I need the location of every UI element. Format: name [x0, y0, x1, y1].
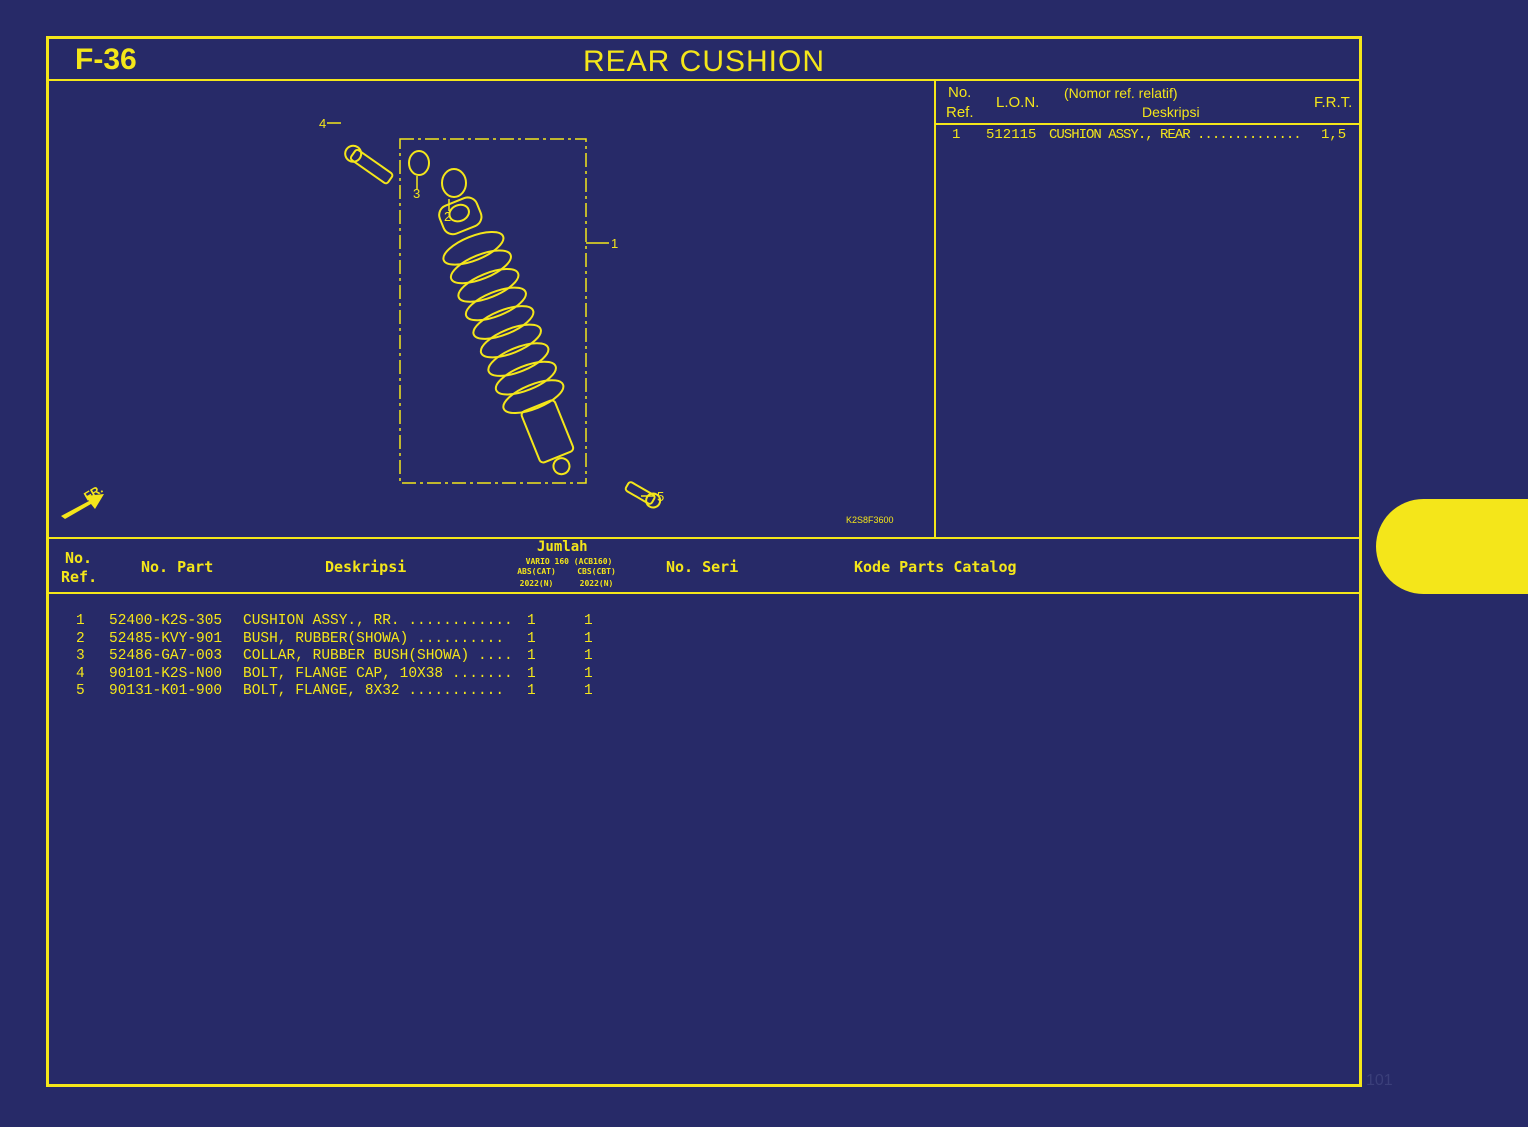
header-frt: F.R.T. — [1314, 94, 1353, 111]
frt-value: 1,5 — [1321, 127, 1347, 143]
header-year2: 2022(N) — [579, 579, 614, 588]
callout-3: 3 — [413, 186, 420, 201]
ref: 4 — [76, 665, 85, 682]
ref: 1 — [76, 613, 85, 629]
header-qty: Jumlah — [537, 539, 588, 555]
page-title: REAR CUSHION — [582, 45, 826, 78]
callout-5: 5 — [657, 489, 664, 504]
qty-abs: 1 — [527, 665, 536, 682]
frt-table: No. Ref. L.O.N. (Nomor ref. relatif) Des… — [936, 81, 1359, 537]
header-rel: (Nomor ref. relatif) — [1064, 85, 1178, 101]
frt-desc: CUSHION ASSY., REAR .............. — [1049, 127, 1302, 143]
header-year1: 2022(N) — [519, 579, 554, 588]
table-row: 5 90131-K01-900 BOLT, FLANGE, 8X32 .......… — [49, 683, 1359, 701]
page-side-tab[interactable] — [1376, 499, 1528, 594]
frt-table-header: No. Ref. L.O.N. (Nomor ref. relatif) Des… — [936, 81, 1359, 125]
frt-ref: 1 — [952, 127, 961, 143]
header-col2: CBS(CBT) — [577, 567, 616, 576]
table-row: 2 52485-KVY-901 BUSH, RUBBER(SHOWA) ......… — [49, 631, 1359, 649]
qty-abs: 1 — [527, 648, 536, 664]
qty-cbs: 1 — [584, 665, 593, 682]
description: BOLT, FLANGE CAP, 10X38 ....... — [243, 665, 513, 682]
ref: 3 — [76, 648, 85, 664]
description: BOLT, FLANGE, 8X32 ........... — [243, 683, 505, 699]
parts-table-body: 1 52400-K2S-305 CUSHION ASSY., RR. .......… — [49, 613, 1359, 701]
header-ref: Ref. — [946, 104, 974, 121]
header-no: No. — [65, 549, 93, 567]
page-number: 101 — [1366, 1072, 1393, 1089]
callout-4: 4 — [319, 116, 326, 131]
image-code: K2S8F3600 — [846, 515, 894, 525]
part-number: 52486-GA7-003 — [109, 648, 223, 664]
header-no: No. — [948, 84, 972, 101]
header-serial: No. Seri — [666, 558, 739, 576]
qty-abs: 1 — [527, 613, 536, 629]
description: BUSH, RUBBER(SHOWA) .......... — [243, 630, 505, 647]
callout-2: 2 — [444, 209, 451, 224]
part-number: 52485-KVY-901 — [109, 630, 223, 647]
table-row: 4 90101-K2S-N00 BOLT, FLANGE CAP, 10X38 ..… — [49, 666, 1359, 684]
spring-icon — [442, 230, 565, 415]
qty-cbs: 1 — [584, 648, 593, 664]
description: COLLAR, RUBBER BUSH(SHOWA) .... — [243, 648, 513, 664]
exploded-diagram: 1 2 3 4 5 FR. K2S8F3600 — [49, 81, 936, 537]
qty-abs: 1 — [527, 630, 536, 647]
header-catalog: Kode Parts Catalog — [854, 558, 1017, 576]
header-col1: ABS(CAT) — [517, 567, 556, 576]
header-desc: Deskripsi — [325, 558, 407, 576]
rear-cushion-illustration: 1 2 3 4 5 FR. K2S8F3600 — [61, 116, 894, 525]
description: CUSHION ASSY., RR. ............ — [243, 613, 513, 629]
table-row: 1 52400-K2S-305 CUSHION ASSY., RR. .......… — [49, 613, 1359, 631]
header-model: VARIO 160 (ACB160) — [525, 557, 613, 566]
front-label: FR. — [82, 482, 106, 504]
front-arrow-icon — [61, 494, 104, 519]
frt-lon: 512115 — [986, 127, 1037, 143]
qty-cbs: 1 — [584, 683, 593, 699]
qty-cbs: 1 — [584, 613, 593, 629]
part-number: 90101-K2S-N00 — [109, 665, 223, 682]
header-lon: L.O.N. — [996, 94, 1040, 111]
ref: 2 — [76, 630, 85, 647]
page-header: F-36 REAR CUSHION — [49, 39, 1359, 81]
header-ref: Ref. — [61, 568, 98, 586]
part-number: 90131-K01-900 — [109, 683, 223, 699]
catalog-page-frame: F-36 REAR CUSHION — [46, 36, 1362, 1087]
header-part: No. Part — [141, 558, 214, 576]
ref: 5 — [76, 683, 85, 699]
qty-cbs: 1 — [584, 630, 593, 647]
callout-1: 1 — [611, 236, 618, 251]
part-number: 52400-K2S-305 — [109, 613, 223, 629]
qty-abs: 1 — [527, 683, 536, 699]
parts-table-header: No. Ref. No. Part Deskripsi Jumlah VARIO… — [49, 537, 1359, 594]
figure-code: F-36 — [75, 43, 137, 76]
header-desc: Deskripsi — [1142, 104, 1200, 120]
table-row: 3 52486-GA7-003 COLLAR, RUBBER BUSH(SHOWA)… — [49, 648, 1359, 666]
